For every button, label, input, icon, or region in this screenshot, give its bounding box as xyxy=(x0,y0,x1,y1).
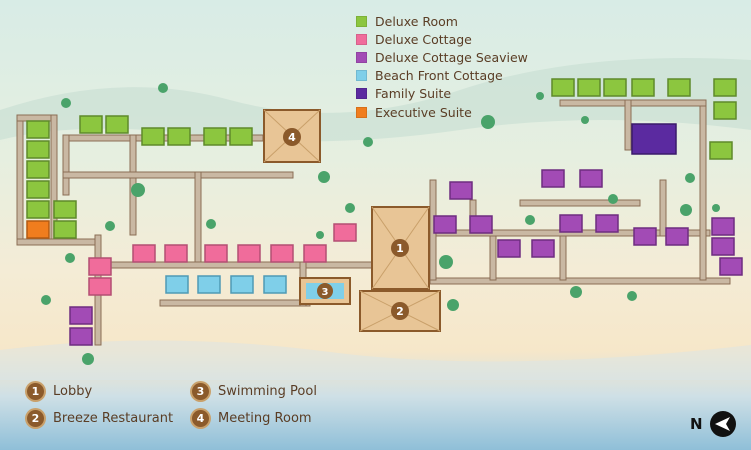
deluxe-room-units xyxy=(26,78,737,239)
swatch-icon xyxy=(356,106,367,118)
north-label: N xyxy=(690,415,703,433)
compass-arrow-icon xyxy=(709,411,736,437)
facility-key-lobby: 1 Lobby xyxy=(27,383,92,400)
deluxe-cottage-seaview-units xyxy=(69,169,743,346)
pool-number: 3 xyxy=(322,287,329,298)
swatch-icon xyxy=(356,15,367,27)
facility-key-meeting-room: 4 Meeting Room xyxy=(192,410,312,427)
legend-label: Beach Front Cottage xyxy=(375,68,503,84)
legend-item-deluxe-room: Deluxe Room xyxy=(356,12,528,30)
legend-label: Deluxe Cottage xyxy=(375,31,472,47)
legend-item-family-suite: Family Suite xyxy=(356,85,528,103)
facility-label: Lobby xyxy=(53,384,93,399)
legend-item-beach-front-cottage: Beach Front Cottage xyxy=(356,67,528,85)
facility-label: Swimming Pool xyxy=(218,384,317,399)
number-badge: 1 xyxy=(27,383,44,400)
swatch-icon xyxy=(356,70,367,82)
number-badge: 2 xyxy=(27,410,44,427)
facility-label: Breeze Restaurant xyxy=(53,411,174,426)
meeting-room-number: 4 xyxy=(288,131,296,144)
number-badge: 3 xyxy=(192,383,209,400)
swimming-pool xyxy=(299,277,351,305)
restaurant-building xyxy=(359,290,441,332)
palm-tree-icons xyxy=(41,83,720,365)
number-badge: 4 xyxy=(192,410,209,427)
facility-key-pool: 3 Swimming Pool xyxy=(192,383,317,400)
lobby-building xyxy=(371,206,430,290)
deluxe-cottage-units xyxy=(88,223,357,296)
legend: Deluxe Room Deluxe Cottage Deluxe Cottag… xyxy=(356,12,528,121)
family-suite-unit xyxy=(631,123,677,155)
legend-label: Deluxe Cottage Seaview xyxy=(375,49,528,65)
swatch-icon xyxy=(356,33,367,45)
facility-key-restaurant: 2 Breeze Restaurant xyxy=(27,410,173,427)
executive-suite-unit xyxy=(26,220,50,239)
restaurant-number: 2 xyxy=(396,305,404,318)
lobby-number: 1 xyxy=(396,242,404,255)
beach-front-cottage-units xyxy=(165,275,287,294)
legend-label: Family Suite xyxy=(375,86,452,102)
walkway-network xyxy=(16,99,731,346)
legend-item-deluxe-cottage: Deluxe Cottage xyxy=(356,30,528,48)
meeting-room-building xyxy=(263,109,321,163)
legend-item-executive-suite: Executive Suite xyxy=(356,103,528,121)
legend-label: Executive Suite xyxy=(375,104,472,120)
north-indicator: N xyxy=(690,410,737,438)
swatch-icon xyxy=(356,88,367,100)
facility-label: Meeting Room xyxy=(218,411,312,426)
legend-label: Deluxe Room xyxy=(375,13,458,29)
hill-shape xyxy=(0,340,751,380)
swatch-icon xyxy=(356,51,367,63)
legend-item-deluxe-cottage-seaview: Deluxe Cottage Seaview xyxy=(356,48,528,66)
